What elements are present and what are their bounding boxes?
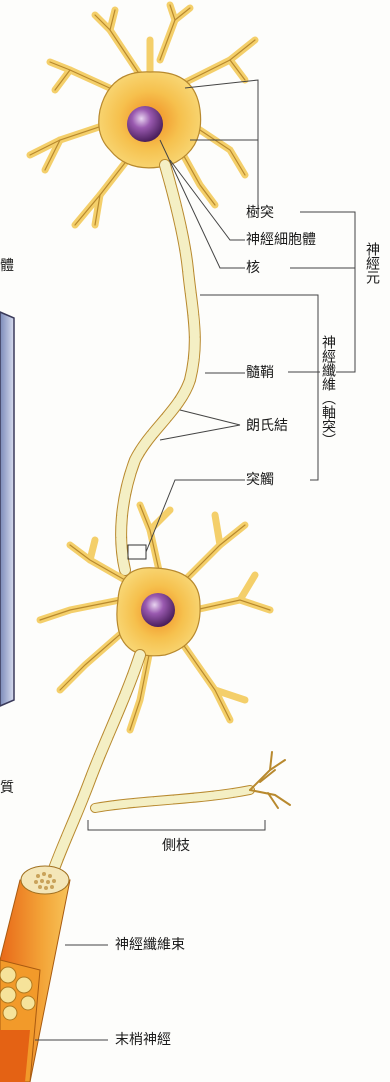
node-of-ranvier-label: 朗氏結 [246, 418, 288, 434]
upper-nucleus [127, 106, 163, 142]
nerve-fiber-label: 神經纖維（軸突） [320, 335, 336, 447]
cell-body-label: 神經細胞體 [246, 232, 316, 248]
edge-fragment-label-2: 質 [0, 780, 14, 796]
synapse-label: 突觸 [246, 472, 274, 488]
edge-fragment-label-1: 體 [0, 258, 14, 274]
nerve-bundle [0, 866, 70, 1082]
peripheral-nerve-label: 末梢神經 [115, 1032, 171, 1048]
neuron-label: 神經元 [364, 242, 380, 284]
edge-panel [0, 312, 14, 706]
fiber-bundle-label: 神經纖維束 [115, 937, 185, 953]
synapse-box [128, 545, 146, 559]
nucleus-label: 核 [246, 260, 260, 276]
dendrite-label: 樹突 [246, 205, 274, 221]
lower-nucleus [141, 593, 175, 627]
collateral-branch [95, 752, 290, 808]
myelin-sheath-label: 髓鞘 [246, 365, 274, 381]
leader-lines [35, 80, 355, 1040]
collateral-label: 側枝 [162, 838, 190, 854]
main-axon [121, 165, 195, 570]
